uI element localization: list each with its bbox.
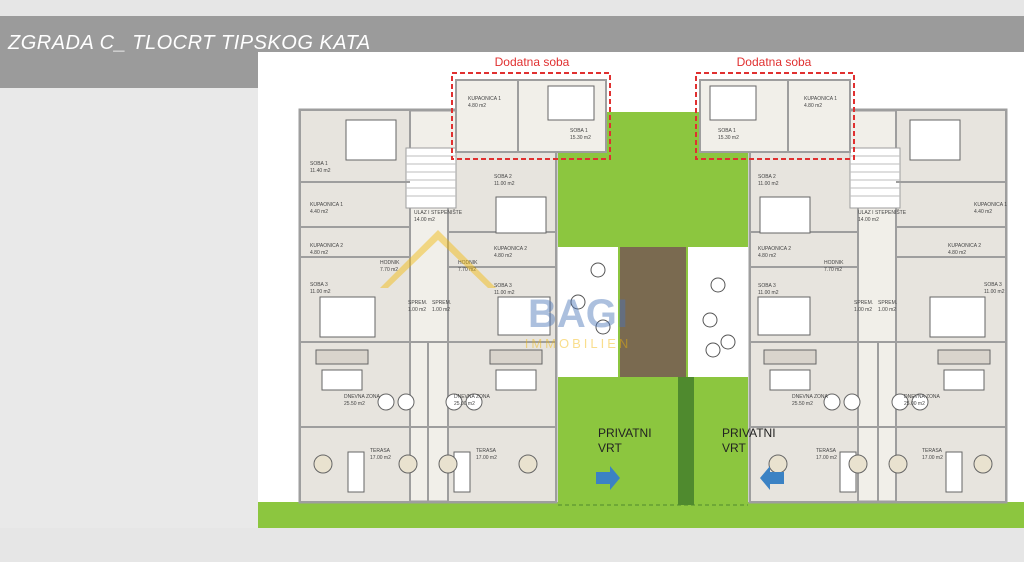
room-area: 25.50 m2 [344,401,365,407]
room-area: 11.00 m2 [494,181,515,187]
room-area: 4.80 m2 [948,250,966,256]
room-label: DNEVNA ZONA [792,394,829,400]
lawn-strip [258,502,1024,528]
building-left [298,108,558,504]
room-area: 4.80 m2 [804,103,822,109]
room-label: SOBA 1 [310,161,328,167]
room-area: 17.00 m2 [476,455,497,461]
garden-label-right: PRIVATNI [722,426,776,440]
watermark-sub: IMMOBILIEN [525,336,632,351]
room-area: 25.50 m2 [792,401,813,407]
room-label: KUPAONICA 2 [494,246,527,252]
room-area: 11.00 m2 [758,290,779,296]
room-area: 11.40 m2 [310,168,331,174]
room-label: KUPAONICA 1 [310,202,343,208]
room-area: 7.70 m2 [380,267,398,273]
room-label: SOBA 3 [758,283,776,289]
room-label: SOBA 1 [718,128,736,134]
room-area: 17.00 m2 [922,455,943,461]
room-label: ULAZ I STEPENIŠTE [858,209,907,216]
room-area: 4.80 m2 [468,103,486,109]
left-panel [0,88,258,528]
room-label: HODNIK [380,260,400,266]
room-area: 11.00 m2 [310,289,331,295]
garden-label-left: PRIVATNI [598,426,652,440]
hedge-divider [678,377,694,505]
room-label: SOBA 2 [758,174,776,180]
stepping-stones [570,262,736,358]
room-label: SPREM. [432,300,451,306]
room-label: SPREM. [878,300,897,306]
extra-room-right [695,72,855,160]
room-area: 4.40 m2 [310,209,328,215]
garden-label-right-2: VRT [722,441,746,455]
room-area: 25.00 m2 [904,401,925,407]
room-label: SOBA 2 [494,174,512,180]
floor-plan: Dodatna soba Dodatna soba KUPAONICA 1 4.… [258,52,1024,528]
room-area: 4.80 m2 [494,253,512,259]
room-area: 15.30 m2 [570,135,591,141]
room-label: SOBA 1 [570,128,588,134]
room-area: 1.00 m2 [408,307,426,313]
room-area: 11.00 m2 [984,289,1005,295]
room-label: SOBA 3 [494,283,512,289]
room-area: 7.70 m2 [824,267,842,273]
room-label: TERASA [816,448,837,454]
room-label: TERASA [476,448,497,454]
extra-room-label-left: Dodatna soba [495,55,570,69]
room-area: 1.00 m2 [878,307,896,313]
room-label: KUPAONICA 2 [310,243,343,249]
arrow-left-icon [760,466,784,490]
room-label: TERASA [922,448,943,454]
room-label: DNEVNA ZONA [454,394,491,400]
room-area: 14.00 m2 [414,217,435,223]
garden-path [620,247,686,377]
room-area: 1.00 m2 [432,307,450,313]
room-label: SOBA 3 [984,282,1002,288]
arrow-right-icon [596,466,620,490]
room-area: 25.00 m2 [454,401,475,407]
room-label: SPREM. [408,300,427,306]
room-label: KUPAONICA 2 [758,246,791,252]
room-area: 17.00 m2 [816,455,837,461]
room-area: 4.80 m2 [310,250,328,256]
room-label: KUPAONICA 1 [974,202,1007,208]
room-area: 4.40 m2 [974,209,992,215]
room-label: SOBA 3 [310,282,328,288]
room-area: 7.70 m2 [458,267,476,273]
room-area: 17.00 m2 [370,455,391,461]
bottom-band [0,528,1024,562]
room-area: 11.00 m2 [758,181,779,187]
room-label: ULAZ I STEPENIŠTE [414,209,463,216]
house-logo-icon [380,230,496,288]
room-area: 1.00 m2 [854,307,872,313]
room-label: TERASA [370,448,391,454]
room-area: 15.30 m2 [718,135,739,141]
room-label: KUPAONICA 1 [468,96,501,102]
building-right [748,108,1008,504]
room-label: KUPAONICA 1 [804,96,837,102]
room-area: 4.80 m2 [758,253,776,259]
watermark: BAGI IMMOBILIEN [380,230,632,351]
room-label: SPREM. [854,300,873,306]
room-label: KUPAONICA 2 [948,243,981,249]
watermark-brand: BAGI [528,292,628,336]
garden-label-left-2: VRT [598,441,622,455]
extra-room-left [451,72,611,160]
room-label: DNEVNA ZONA [904,394,941,400]
top-band [0,0,1024,16]
extra-room-label-right: Dodatna soba [737,55,812,69]
patio-left [558,247,618,377]
slide-title: ZGRADA C_ TLOCRT TIPSKOG KATA [8,32,371,54]
room-label: HODNIK [458,260,478,266]
room-area: 14.00 m2 [858,217,879,223]
room-label: HODNIK [824,260,844,266]
room-area: 11.00 m2 [494,290,515,296]
room-label: DNEVNA ZONA [344,394,381,400]
patio-right [688,247,748,377]
